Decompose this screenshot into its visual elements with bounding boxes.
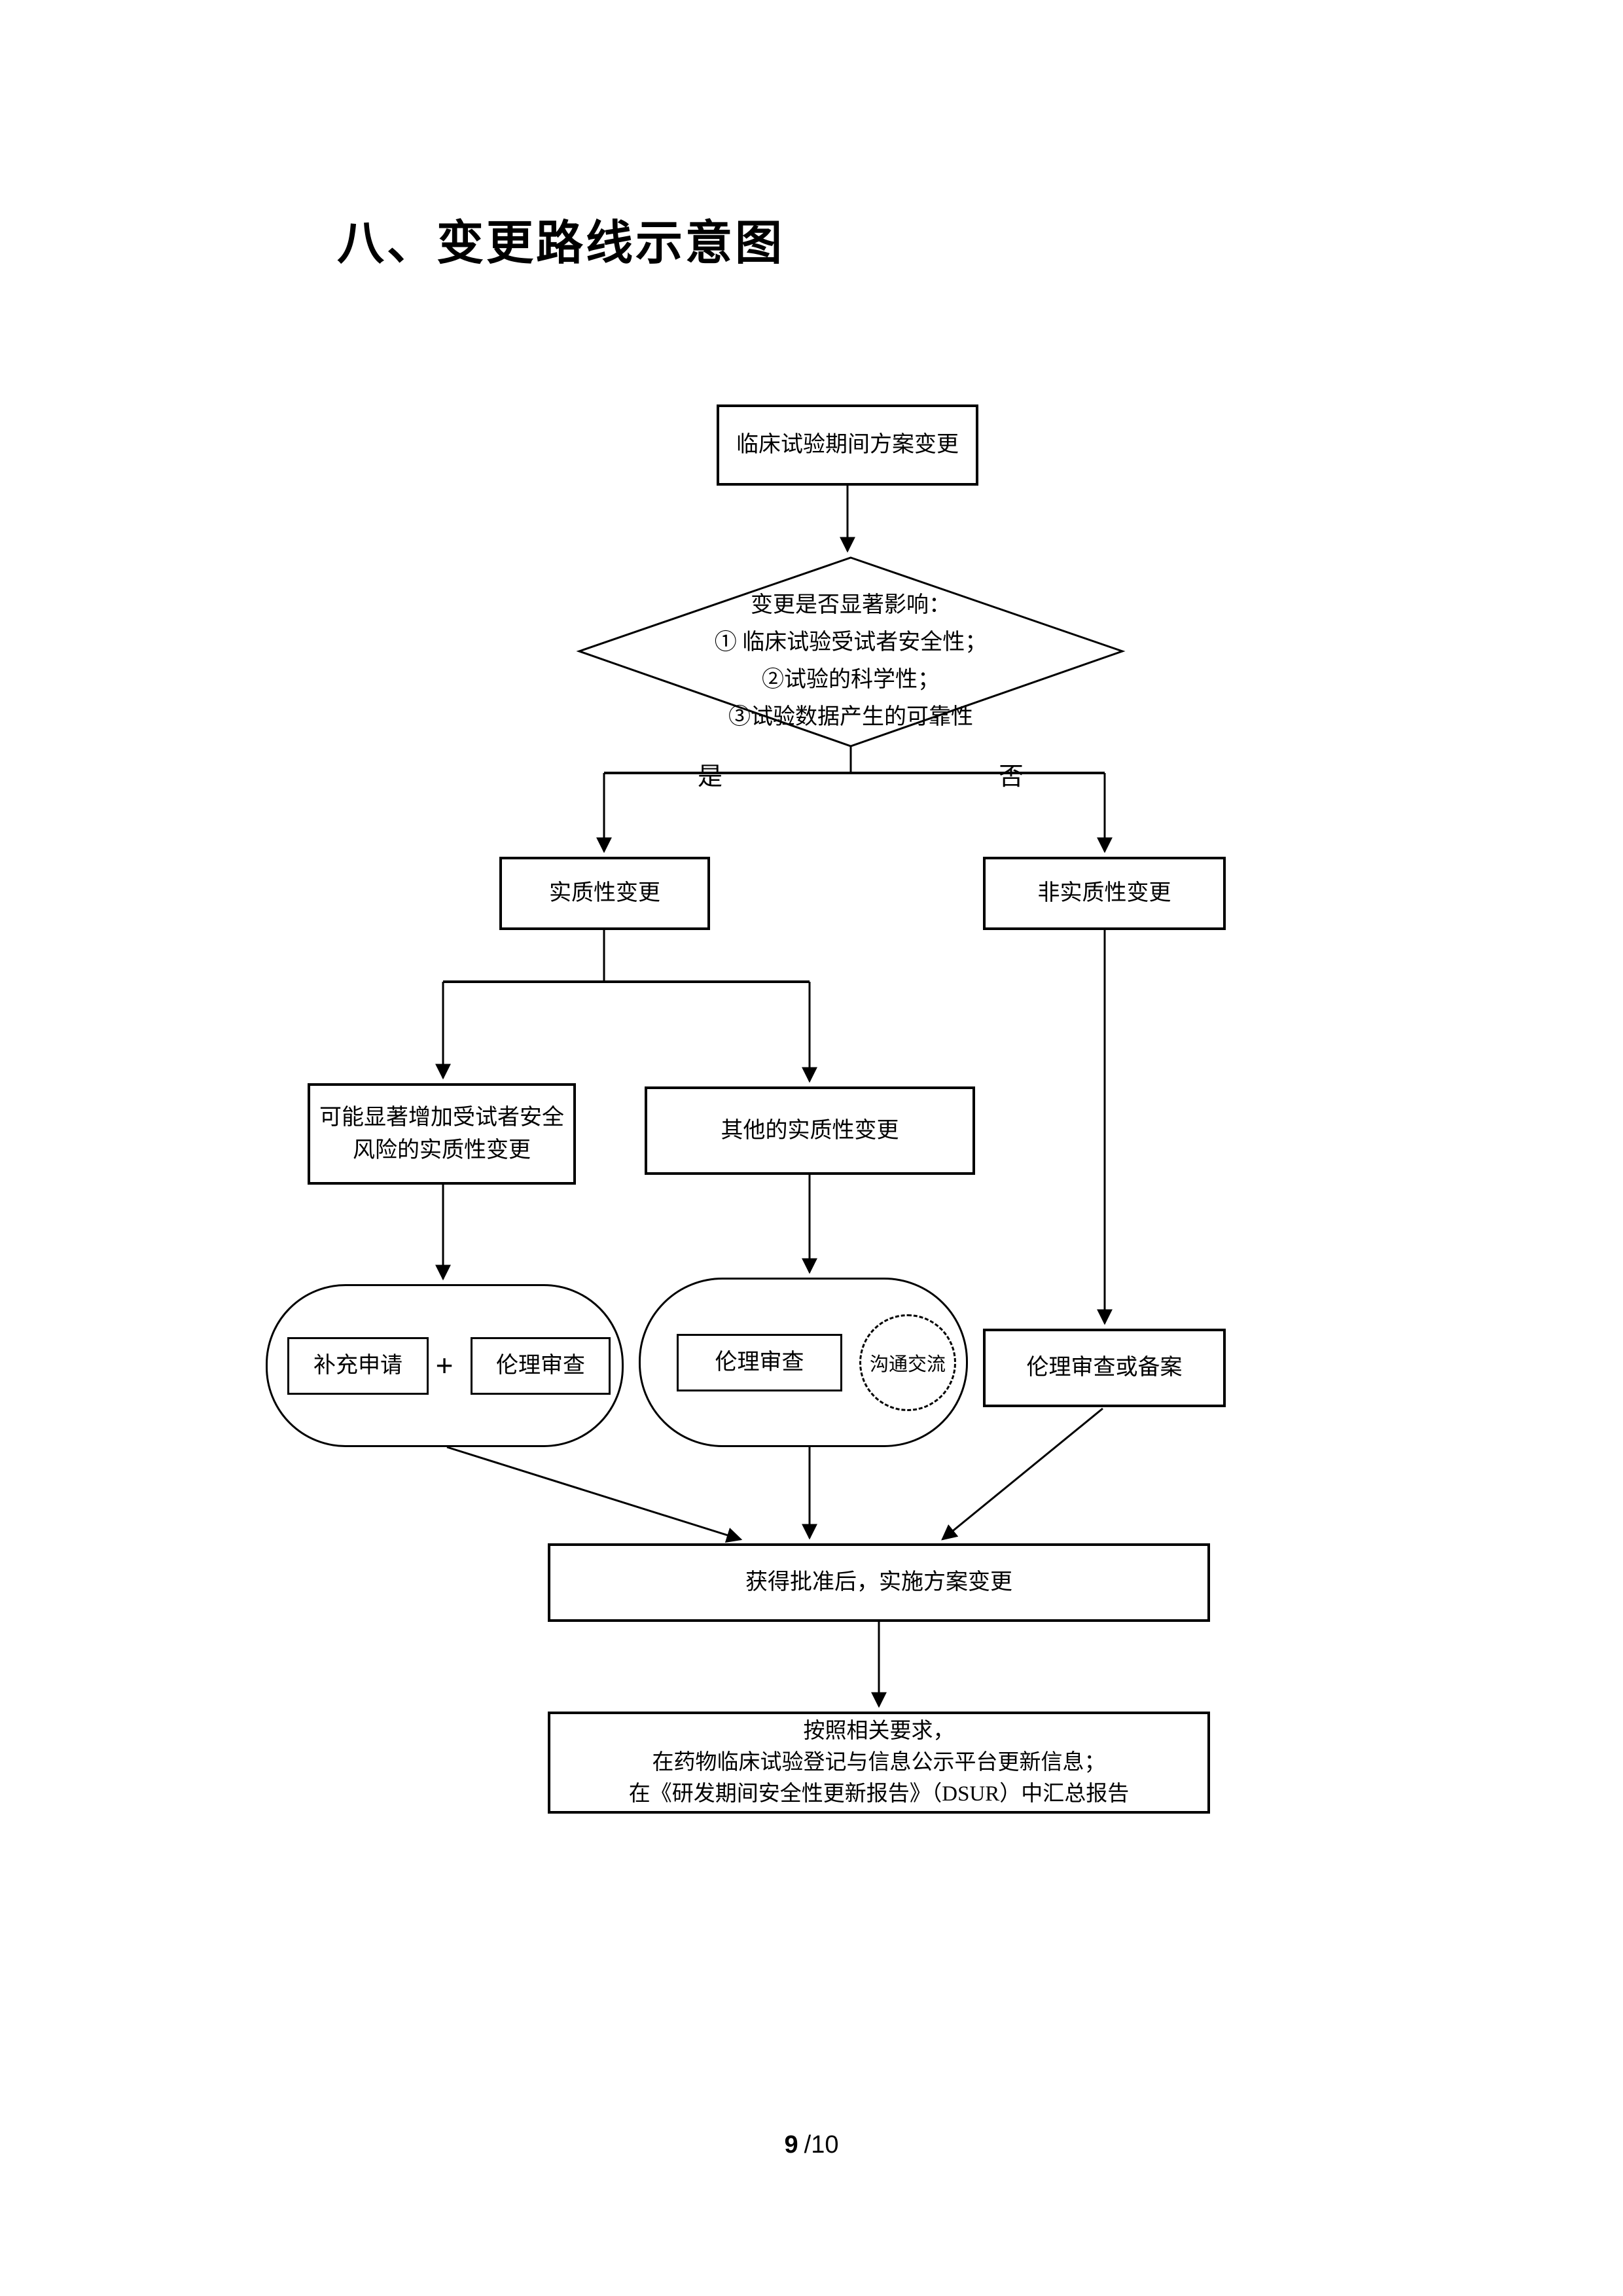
node-communication-label: 沟通交流 xyxy=(869,1354,946,1375)
page-number-total: /10 xyxy=(804,2131,839,2159)
connector-ethicsrecord-to-implement xyxy=(941,1407,1103,1541)
node-ethics-review-mid: 伦理审查 xyxy=(677,1334,842,1391)
decision-text: 变更是否显著影响： ① 临床试验受试者安全性； ②试验的科学性； ③试验数据产生… xyxy=(579,586,1122,736)
connector-stadiumleft-to-implement xyxy=(446,1446,743,1543)
decision-line-4: ③试验数据产生的可靠性 xyxy=(728,705,973,729)
node-protocol-change: 临床试验期间方案变更 xyxy=(717,404,978,486)
node-other-label: 其他的实质性变更 xyxy=(721,1118,899,1143)
node-protocol-change-label: 临床试验期间方案变更 xyxy=(736,433,959,457)
node-ethics-left-label: 伦理审查 xyxy=(496,1354,585,1378)
node-risk-line-1: 可能显著增加受试者安全 xyxy=(319,1105,564,1130)
node-nonsubstantial-change: 非实质性变更 xyxy=(983,857,1226,930)
branch-label-no: 否 xyxy=(998,762,1024,791)
node-supplement-application: 补充申请 xyxy=(287,1337,429,1395)
node-communication-circle: 沟通交流 xyxy=(859,1314,956,1411)
node-ethics-review-left: 伦理审查 xyxy=(471,1337,611,1395)
node-report-line-3: 在《研发期间安全性更新报告》（DSUR）中汇总报告 xyxy=(628,1782,1130,1806)
branch-label-yes: 是 xyxy=(697,762,722,791)
node-substantial-label: 实质性变更 xyxy=(549,881,660,906)
node-risk-substantial-change: 可能显著增加受试者安全 风险的实质性变更 xyxy=(308,1083,576,1185)
decision-line-2: ① 临床试验受试者安全性； xyxy=(714,630,988,655)
node-report-line-2: 在药物临床试验登记与信息公示平台更新信息； xyxy=(652,1751,1106,1774)
node-ethics-or-record-label: 伦理审查或备案 xyxy=(1026,1355,1183,1380)
page-title: 八、变更路线示意图 xyxy=(337,217,785,270)
plus-symbol: + xyxy=(435,1348,454,1382)
node-risk-line-2: 风险的实质性变更 xyxy=(353,1138,531,1162)
node-implement-label: 获得批准后，实施方案变更 xyxy=(745,1570,1012,1595)
node-other-substantial-change: 其他的实质性变更 xyxy=(645,1086,975,1175)
page-number: 9/10 xyxy=(0,2131,1623,2159)
decision-line-1: 变更是否显著影响： xyxy=(751,593,951,617)
node-update-and-report: 按照相关要求， 在药物临床试验登记与信息公示平台更新信息； 在《研发期间安全性更… xyxy=(548,1712,1210,1814)
node-supplement-label: 补充申请 xyxy=(313,1354,402,1378)
node-implement-after-approval: 获得批准后，实施方案变更 xyxy=(548,1543,1210,1622)
page-number-current: 9 xyxy=(784,2131,798,2159)
decision-line-3: ②试验的科学性； xyxy=(762,668,940,692)
node-report-line-1: 按照相关要求， xyxy=(803,1719,955,1743)
node-substantial-change: 实质性变更 xyxy=(499,857,710,930)
node-nonsubstantial-label: 非实质性变更 xyxy=(1037,881,1171,906)
node-ethics-mid-label: 伦理审查 xyxy=(715,1350,804,1375)
node-ethics-review-or-record: 伦理审查或备案 xyxy=(983,1329,1226,1407)
